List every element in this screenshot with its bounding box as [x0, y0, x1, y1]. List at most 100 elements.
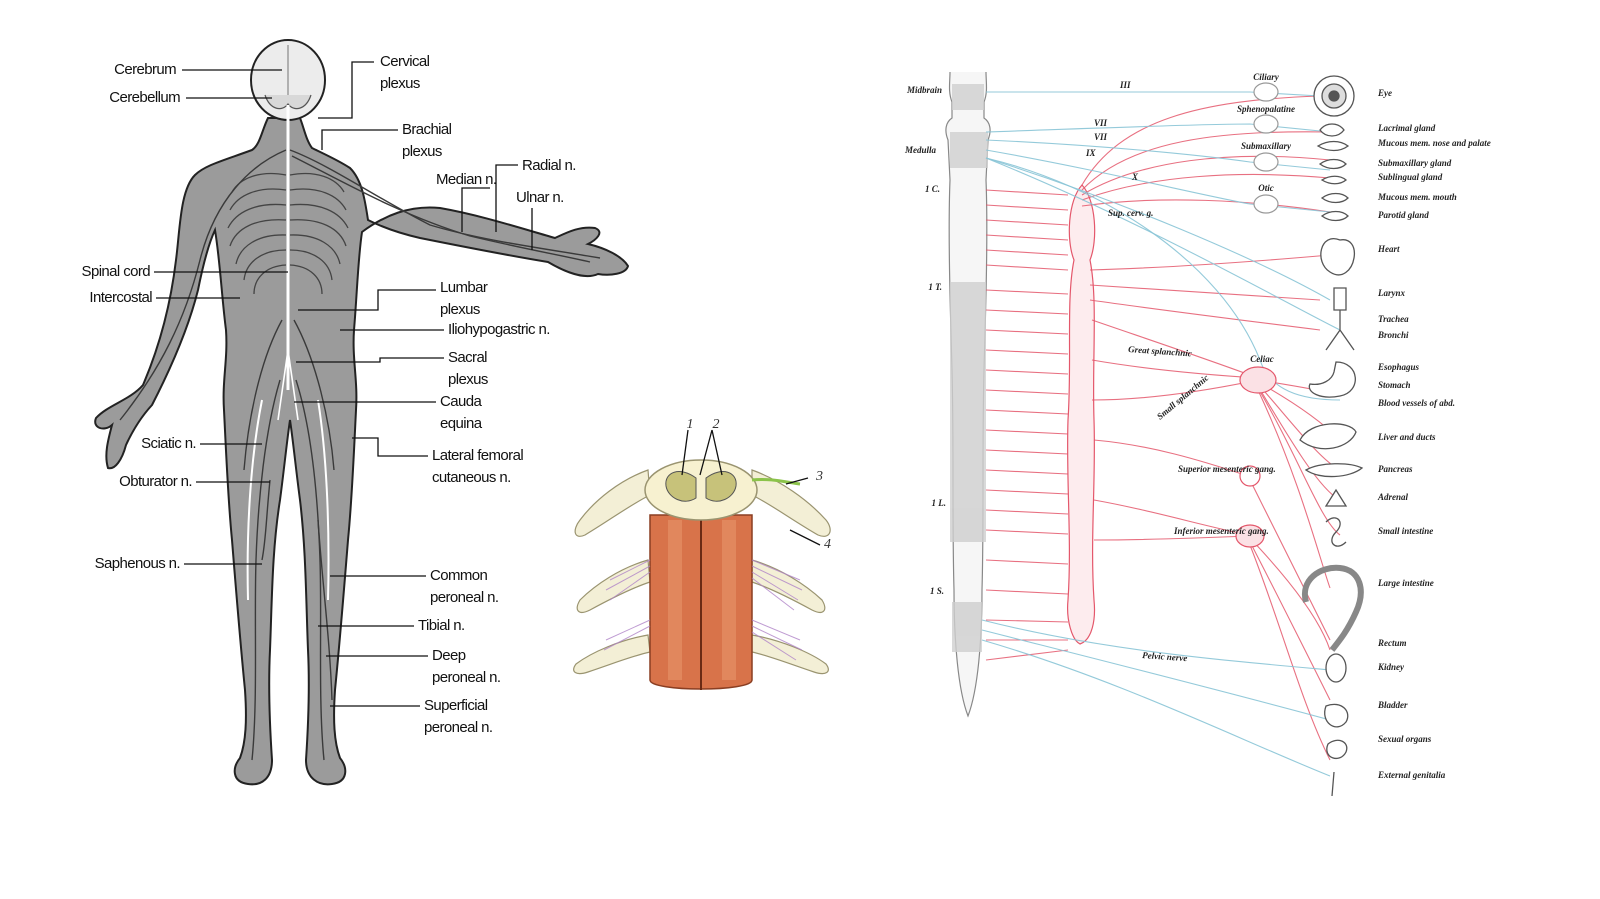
external-genitalia-icon	[1331, 771, 1335, 797]
organ-label-liver: Liver and ducts	[1377, 432, 1436, 442]
section-number-2: 2	[713, 417, 720, 432]
label-median-n: Median n.	[436, 171, 496, 188]
label-deep-peroneal-1: Deep	[432, 647, 466, 664]
organ-label-rectum: Rectum	[1377, 638, 1407, 648]
trachea-bronchi-icon	[1325, 310, 1355, 351]
ganglia	[1235, 82, 1279, 548]
sympathetic-chain	[1066, 184, 1096, 645]
cerebellum-shape	[264, 94, 312, 110]
label-lateral-femoral-2: cutaneous n.	[432, 469, 511, 486]
kidney-icon	[1325, 653, 1347, 683]
organ-label-stomach: Stomach	[1378, 380, 1411, 390]
femoral-highlight	[317, 399, 330, 601]
ganglion-label-ciliary: Ciliary	[1253, 72, 1280, 82]
organ-label-bronchi: Bronchi	[1377, 330, 1409, 340]
cord-highlight-left	[668, 520, 682, 680]
ganglion-label-sup-cerv: Sup. cerv. g.	[1108, 208, 1153, 218]
cord-label-midbrain: Midbrain	[906, 85, 942, 95]
ganglion-label-superior-mesenteric: Superior mesenteric gang.	[1178, 464, 1276, 474]
organ-label-large-intestine: Large intestine	[1377, 578, 1434, 588]
organ-label-adrenal: Adrenal	[1377, 492, 1409, 502]
ganglion-label-submaxillary: Submaxillary	[1241, 141, 1292, 151]
label-brachial-plexus-1: Brachial	[402, 121, 452, 138]
organ-label-sexual-organs: Sexual organs	[1378, 734, 1432, 744]
organ-label-larynx: Larynx	[1377, 288, 1406, 298]
cord-label-1s: 1 S.	[930, 586, 944, 596]
organ-label-pancreas: Pancreas	[1378, 464, 1413, 474]
label-intercostal: Intercostal	[89, 289, 152, 306]
organ-label-small-intestine: Small intestine	[1378, 526, 1433, 536]
organ-label-mucous-mouth: Mucous mem. mouth	[1377, 192, 1457, 202]
organ-label-eye: Eye	[1377, 88, 1392, 98]
organ-label-parotid: Parotid gland	[1378, 210, 1429, 220]
label-cauda-equina-2: equina	[440, 415, 483, 432]
body-silhouette	[94, 117, 630, 786]
label-cerebrum: Cerebrum	[114, 61, 176, 78]
cranial-x: X	[1131, 172, 1139, 182]
pancreas-icon	[1304, 463, 1364, 478]
label-deep-peroneal-2: peroneal n.	[432, 669, 500, 686]
label-ulnar-n: Ulnar n.	[516, 189, 564, 206]
label-cervical-plexus-2: plexus	[380, 75, 420, 92]
label-brachial-plexus-2: plexus	[402, 143, 442, 160]
mucous-mouth-icon	[1320, 192, 1349, 204]
rootlets	[603, 559, 803, 661]
organ-label-kidney: Kidney	[1377, 662, 1405, 672]
large-intestine-icon	[1301, 564, 1364, 652]
label-saphenous-n: Saphenous n.	[95, 555, 180, 572]
cord-label-1t: 1 T.	[928, 282, 942, 292]
label-cerebellum: Cerebellum	[109, 89, 180, 106]
gray-matter-left	[665, 471, 697, 502]
organ-label-sublingual: Sublingual gland	[1378, 172, 1443, 182]
stomach-icon	[1308, 361, 1356, 398]
organ-labels: Eye Lacrimal gland Mucous mem. nose and …	[1377, 88, 1491, 780]
adrenal-icon	[1324, 488, 1348, 507]
ganglion-label-pelvic-nerve: Pelvic nerve	[1142, 650, 1188, 663]
ganglion-label-celiac: Celiac	[1250, 354, 1274, 364]
larynx-icon	[1333, 287, 1347, 311]
section-number-3: 3	[815, 469, 823, 484]
inferior-mesenteric-ganglion	[1235, 524, 1265, 548]
celiac-ganglion	[1239, 366, 1277, 394]
superior-mesenteric-ganglion	[1239, 465, 1261, 487]
parasympathetic-fibers	[981, 91, 1341, 777]
small-intestine-icon	[1325, 517, 1347, 547]
sympathetic-rami	[985, 189, 1069, 661]
nerve-roots	[573, 469, 831, 675]
liver-icon	[1299, 423, 1357, 450]
autonomic-diagram: Midbrain Medulla 1 C. 1 T. 1 L. 1 S.	[904, 71, 1491, 797]
peripheral-nerves	[119, 149, 601, 761]
label-common-peroneal-1: Common	[430, 567, 488, 584]
green-root	[751, 478, 801, 486]
cauda-line	[277, 349, 299, 421]
lacrimal-gland-icon	[1319, 123, 1345, 137]
cranial-vii-2: VII	[1094, 132, 1108, 142]
sexual-organs-icon	[1326, 739, 1348, 760]
mucous-nose-icon	[1316, 140, 1350, 152]
organ-icons	[1299, 75, 1364, 797]
ciliary-ganglion	[1253, 82, 1279, 102]
section-number-4: 4	[824, 537, 831, 552]
cranial-iii: III	[1119, 80, 1131, 90]
rib-cage	[227, 172, 349, 295]
ganglion-label-great-splanchnic: Great splanchnic	[1128, 344, 1192, 358]
submaxillary-ganglion	[1253, 152, 1279, 172]
label-iliohypogastric-n: Iliohypogastric n.	[448, 321, 550, 338]
leader-lines	[154, 61, 533, 707]
label-superficial-peroneal-2: peroneal n.	[424, 719, 492, 736]
bladder-icon	[1324, 703, 1349, 728]
label-obturator-n: Obturator n.	[119, 473, 192, 490]
label-lumbar-plexus-1: Lumbar	[440, 279, 488, 296]
organ-label-bladder: Bladder	[1377, 700, 1408, 710]
callout-line-4	[789, 529, 821, 546]
label-lateral-femoral-1: Lateral femoral	[432, 447, 523, 464]
label-lumbar-plexus-2: plexus	[440, 301, 480, 318]
organ-label-mucous-nose: Mucous mem. nose and palate	[1377, 138, 1491, 148]
organ-label-submaxillary: Submaxillary gland	[1378, 158, 1452, 168]
ganglion-label-small-splanchnic: Small splanchnic	[1155, 373, 1211, 422]
label-tibial-n: Tibial n.	[418, 617, 465, 634]
spinal-segment-illustration: 1 2 3 4	[573, 417, 831, 690]
section-number-1: 1	[687, 417, 694, 432]
label-sacral-plexus-2: plexus	[448, 371, 488, 388]
